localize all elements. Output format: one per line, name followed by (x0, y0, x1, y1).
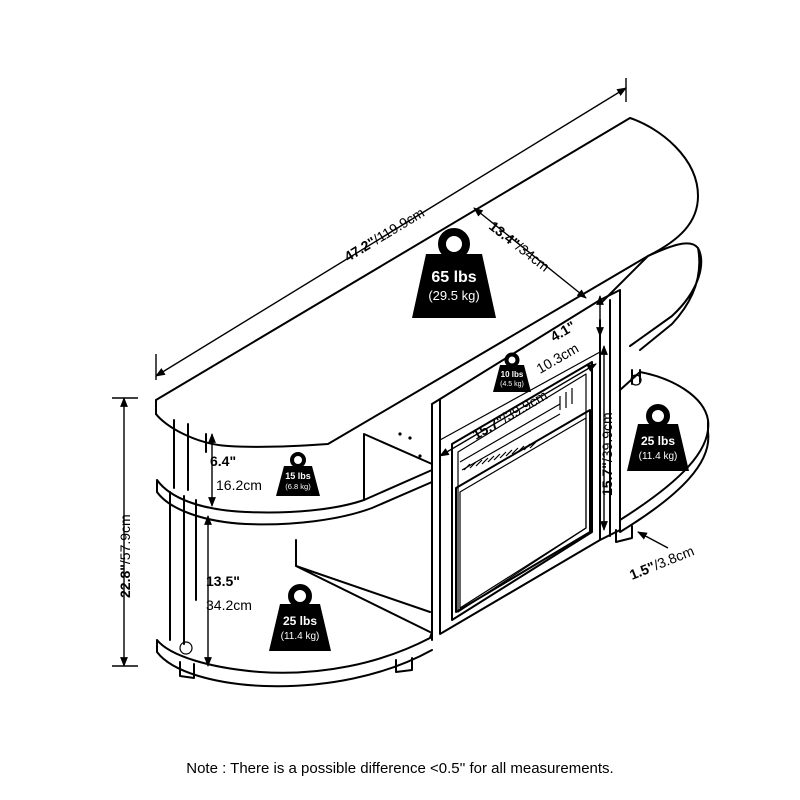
right-middle-shelf (599, 242, 703, 351)
leg-height-label: 1.5"/3.8cm (627, 542, 696, 582)
width-label: 47.2"/119.9cm (341, 204, 427, 264)
height-cm: /57.9cm (117, 514, 133, 564)
fireplace-height-label: 15.7"/39.9cm (599, 412, 615, 496)
top-weight-kg: (29.5 kg) (428, 288, 479, 303)
right-weight-kg: (11.4 kg) (639, 451, 678, 462)
upper-gap-inch: 6.4" (210, 453, 236, 469)
fireplace-shelf-weight-lbs: 10 lbs (501, 370, 524, 379)
top-weight-lbs: 65 lbs (431, 269, 476, 286)
lower-gap-inch: 13.5" (206, 573, 240, 589)
left-bottom-weight-lbs: 25 lbs (283, 614, 317, 628)
upper-gap-cm: 16.2cm (216, 477, 262, 493)
height-inch: 22.8" (117, 564, 133, 598)
fireplace-height-inch: 15.7" (599, 462, 615, 496)
right-bottom-shelf (619, 371, 710, 533)
left-front-post (173, 419, 189, 491)
fireplace-width-label: 15.7"/39.9cm (470, 387, 550, 443)
weight-icon-left-upper-shelf: 15 lbs (6.8 kg) (276, 452, 320, 496)
weight-icon-right-shelf: 25 lbs (11.4 kg) (627, 404, 689, 471)
opening-cm: 10.3cm (534, 340, 582, 377)
depth-cm: /34cm (513, 239, 553, 275)
height-label: 22.8"/57.9cm (117, 514, 133, 598)
weight-icon-top: 65 lbs (29.5 kg) (412, 228, 496, 318)
right-weight-lbs: 25 lbs (641, 434, 675, 448)
depth-label: 13.4"/34cm (486, 218, 553, 275)
fireplace-shelf-weight-kg: (4.5 kg) (500, 381, 524, 388)
weight-icon-left-bottom-shelf: 25 lbs (11.4 kg) (269, 584, 331, 651)
left-bottom-weight-kg: (11.4 kg) (281, 631, 320, 642)
left-upper-weight-lbs: 15 lbs (285, 471, 311, 481)
weight-icon-fireplace-shelf: 10 lbs (4.5 kg) (493, 352, 531, 392)
left-middle-shelf (156, 469, 433, 526)
left-bottom-shelf (156, 631, 433, 688)
fireplace-height-cm: /39.9cm (599, 412, 615, 462)
width-cm: /119.9cm (370, 204, 427, 247)
leg-height-cm: /3.8cm (651, 542, 696, 573)
dimension-lines (112, 78, 669, 667)
measurement-note: Note : There is a possible difference <0… (186, 760, 614, 777)
lower-gap-cm: 34.2cm (206, 597, 252, 613)
fireplace-width-cm: /39.9cm (499, 387, 550, 426)
left-upper-weight-kg: (6.8 kg) (285, 482, 311, 491)
